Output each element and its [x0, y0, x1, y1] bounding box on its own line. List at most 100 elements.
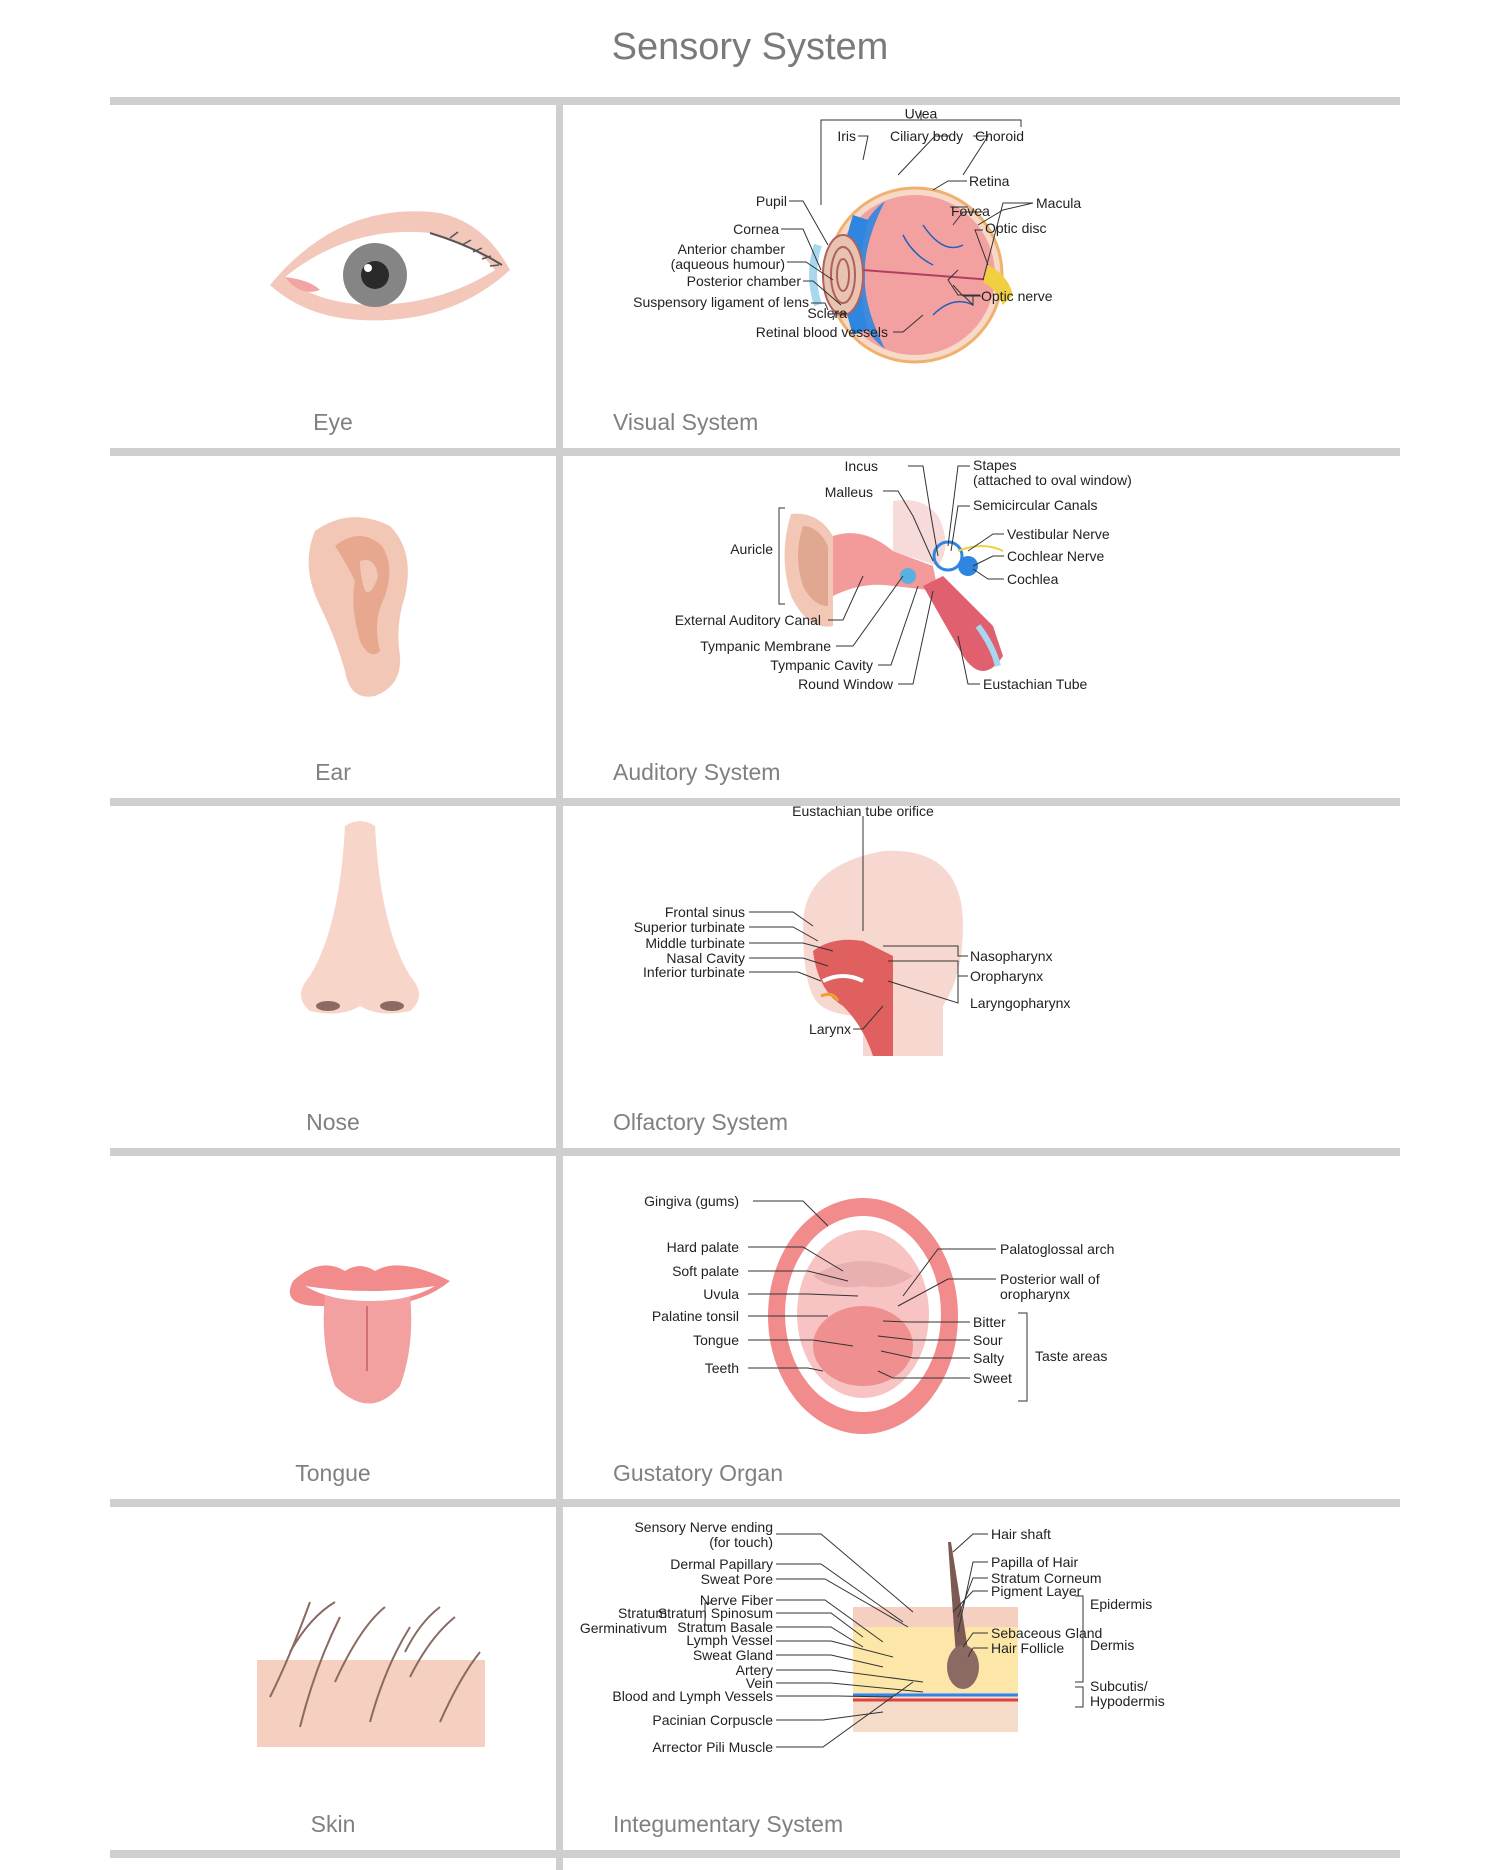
label-taste-areas: Taste areas	[1035, 1348, 1107, 1364]
label-middle: Middle turbinate	[645, 935, 745, 951]
label-gingiva: Gingiva (gums)	[644, 1193, 739, 1209]
label-nerve-fiber: Nerve Fiber	[700, 1592, 773, 1608]
label-stapes: Stapes	[973, 457, 1017, 473]
label-retinal-vessels: Retinal blood vessels	[756, 324, 888, 340]
label-posterior-wall-note: oropharynx	[1000, 1286, 1070, 1302]
system-cell: Sensory Nerve ending (for touch) Dermal …	[563, 1507, 1400, 1850]
label-arrector: Arrector Pili Muscle	[652, 1739, 773, 1755]
divider	[110, 1148, 1400, 1156]
label-laryngopharynx: Laryngopharynx	[970, 995, 1070, 1011]
label-inferior: Inferior turbinate	[643, 964, 745, 980]
system-label: Gustatory Organ	[613, 1460, 784, 1486]
organ-label: Tongue	[295, 1460, 371, 1486]
divider	[110, 97, 1400, 105]
label-dermis: Dermis	[1090, 1637, 1134, 1653]
label-spinosum: Stratum Spinosum	[658, 1605, 773, 1621]
label-palatine: Palatine tonsil	[652, 1308, 739, 1324]
label-orifice: Eustachian tube orifice	[792, 806, 934, 819]
divider	[110, 448, 1400, 456]
label-tympanic-membrane: Tympanic Membrane	[700, 638, 831, 654]
label-sclera: Sclera	[807, 305, 847, 321]
skin-illustration	[257, 1601, 485, 1747]
label-palatoglossal: Palatoglossal arch	[1000, 1241, 1114, 1257]
label-posterior: Posterior chamber	[687, 273, 802, 289]
label-dermal-papillary: Dermal Papillary	[670, 1556, 773, 1572]
label-sebaceous: Sebaceous Gland	[991, 1625, 1102, 1641]
label-cochlear-nerve: Cochlear Nerve	[1007, 548, 1104, 564]
system-label: Visual System	[613, 409, 759, 435]
organ-cell: Ear	[110, 456, 556, 798]
label-corneum: Stratum Corneum	[991, 1570, 1101, 1586]
label-choroid: Choroid	[975, 128, 1024, 144]
label-germinativum: Germinativum	[580, 1620, 667, 1636]
label-frontal: Frontal sinus	[665, 904, 745, 920]
label-hypodermis: Hypodermis	[1090, 1693, 1165, 1709]
label-salty: Salty	[973, 1350, 1004, 1366]
label-round-window: Round Window	[798, 676, 894, 692]
label-retina: Retina	[969, 173, 1010, 189]
label-uvea: Uvea	[905, 105, 938, 121]
label-epidermis: Epidermis	[1090, 1596, 1152, 1612]
page-title: Sensory System	[611, 26, 889, 68]
label-superior: Superior turbinate	[634, 919, 746, 935]
row-ear: Ear Incus Stapes	[110, 456, 1400, 798]
label-pigment: Pigment Layer	[991, 1583, 1082, 1599]
label-blood-lymph: Blood and Lymph Vessels	[612, 1688, 773, 1704]
row-eye: Eye	[110, 105, 1400, 448]
row-nose: Nose Eustachian tube orifice Frontal sin…	[110, 806, 1400, 1148]
label-suspensory: Suspensory ligament of lens	[633, 294, 809, 310]
organ-cell: Nose	[110, 806, 556, 1148]
label-artery: Artery	[736, 1662, 773, 1678]
label-basale: Stratum Basale	[677, 1619, 773, 1635]
row-skin: Skin	[110, 1507, 1400, 1850]
organ-label: Nose	[306, 1109, 360, 1135]
label-stapes-note: (attached to oval window)	[973, 472, 1132, 488]
label-teeth: Teeth	[705, 1360, 739, 1376]
system-cell: Gingiva (gums) Hard palate Soft palate U…	[563, 1156, 1400, 1499]
label-cornea: Cornea	[733, 221, 779, 237]
label-subcutis: Subcutis/	[1090, 1678, 1148, 1694]
column-divider	[556, 105, 563, 1870]
label-papilla: Papilla of Hair	[991, 1554, 1078, 1570]
organ-label: Eye	[313, 409, 353, 435]
tongue-illustration	[289, 1265, 450, 1404]
label-pupil: Pupil	[756, 193, 787, 209]
label-sweet: Sweet	[973, 1370, 1012, 1386]
system-label: Olfactory System	[613, 1109, 789, 1135]
label-sweat-gland: Sweat Gland	[693, 1647, 773, 1663]
label-fovea: Fovea	[951, 203, 990, 219]
olfactory-system-diagram: Eustachian tube orifice Frontal sinus Su…	[634, 806, 1070, 1056]
system-label: Auditory System	[613, 759, 781, 785]
label-tympanic-cavity: Tympanic Cavity	[770, 657, 873, 673]
organ-cell: Tongue	[110, 1156, 556, 1499]
label-sweat-pore: Sweat Pore	[701, 1571, 774, 1587]
organ-cell: Eye	[110, 105, 556, 448]
eye-illustration	[270, 211, 510, 321]
label-hair-follicle: Hair Follicle	[991, 1640, 1064, 1656]
gustatory-organ-diagram: Gingiva (gums) Hard palate Soft palate U…	[644, 1193, 1114, 1434]
label-hair-shaft: Hair shaft	[991, 1526, 1051, 1542]
label-posterior-wall: Posterior wall of	[1000, 1271, 1100, 1287]
visual-system-diagram: Uvea Iris Ciliary body Choroid Retina Pu…	[633, 105, 1081, 364]
ear-illustration	[308, 517, 408, 697]
label-incus: Incus	[845, 458, 878, 474]
label-pacinian: Pacinian Corpuscle	[652, 1712, 773, 1728]
label-bitter: Bitter	[973, 1314, 1006, 1330]
label-vestibular: Vestibular Nerve	[1007, 526, 1110, 542]
label-soft-palate: Soft palate	[672, 1263, 739, 1279]
divider	[110, 798, 1400, 806]
label-semicircular: Semicircular Canals	[973, 497, 1097, 513]
label-lymph: Lymph Vessel	[686, 1632, 773, 1648]
label-tongue: Tongue	[693, 1332, 739, 1348]
organ-cell: Skin	[110, 1507, 556, 1850]
organ-label: Skin	[310, 1811, 356, 1837]
label-cochlea: Cochlea	[1007, 571, 1059, 587]
label-stratum: Stratum	[618, 1605, 667, 1621]
label-auricle: Auricle	[730, 541, 773, 557]
divider	[110, 1499, 1400, 1507]
label-sour: Sour	[973, 1332, 1003, 1348]
label-vein: Vein	[746, 1675, 773, 1691]
label-sensory-note: (for touch)	[709, 1534, 773, 1550]
label-malleus: Malleus	[825, 484, 873, 500]
label-canal: External Auditory Canal	[675, 612, 821, 628]
